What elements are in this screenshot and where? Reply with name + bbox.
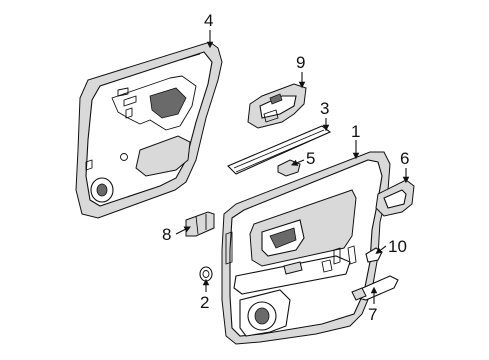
callout-1: 1	[351, 122, 360, 141]
leader-lines	[175, 30, 410, 304]
plug-part-2	[199, 266, 213, 282]
leader-5	[290, 159, 305, 166]
callout-8: 8	[162, 225, 171, 244]
callout-6: 6	[400, 149, 409, 168]
door-trim-panel-part-1	[221, 151, 391, 345]
sealing-strip-part-3	[227, 125, 332, 175]
callout-7: 7	[368, 305, 377, 324]
callout-4: 4	[204, 11, 213, 30]
bracket-part-9	[247, 83, 307, 129]
callout-9: 9	[296, 53, 305, 72]
switch-bezel-part-6	[375, 179, 415, 217]
callout-10: 10	[388, 237, 407, 256]
leader-8	[175, 226, 191, 235]
lamp-socket-part-7	[351, 275, 399, 301]
bracket-part-8	[185, 211, 215, 237]
leader-10	[375, 245, 387, 254]
callout-3: 3	[320, 99, 329, 118]
callout-2: 2	[200, 293, 209, 312]
door-inner-panel-part-4	[75, 41, 223, 219]
callout-5: 5	[306, 149, 315, 168]
